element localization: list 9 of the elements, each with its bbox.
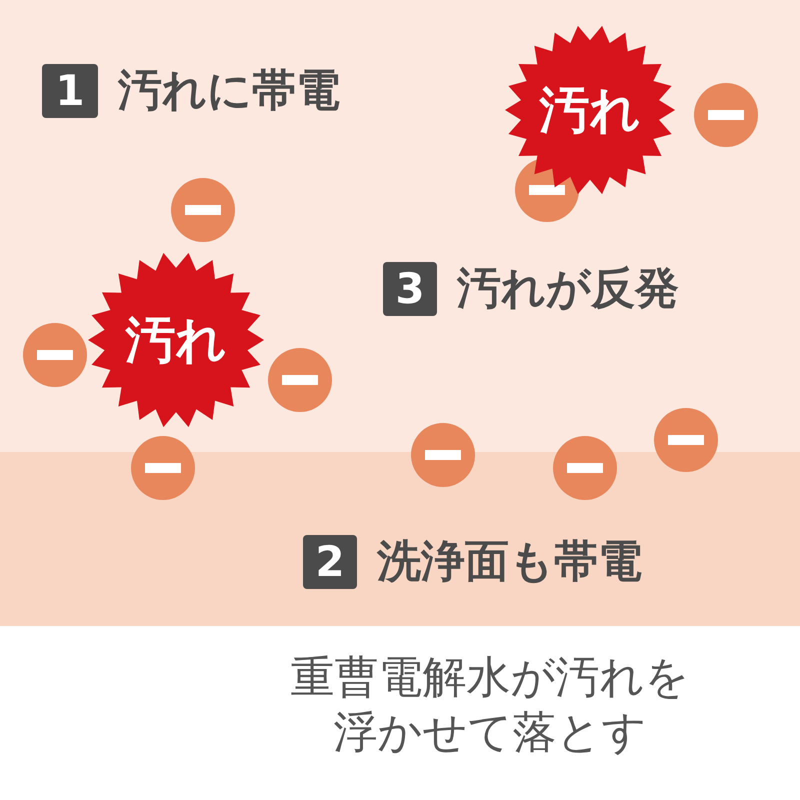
number-badge: 3 [383, 262, 437, 316]
stain-label: 汚れ [126, 315, 226, 365]
step-label: 汚れに帯電 [118, 69, 340, 113]
stain-label: 汚れ [540, 85, 640, 135]
number-badge: 2 [303, 535, 357, 589]
number-badge: 1 [42, 64, 98, 118]
summary-text: 重曹電解水が汚れを浮かせて落とす [290, 651, 690, 760]
step-label: 洗浄面も帯電 [377, 540, 642, 584]
step-label: 汚れが反発 [457, 267, 679, 311]
